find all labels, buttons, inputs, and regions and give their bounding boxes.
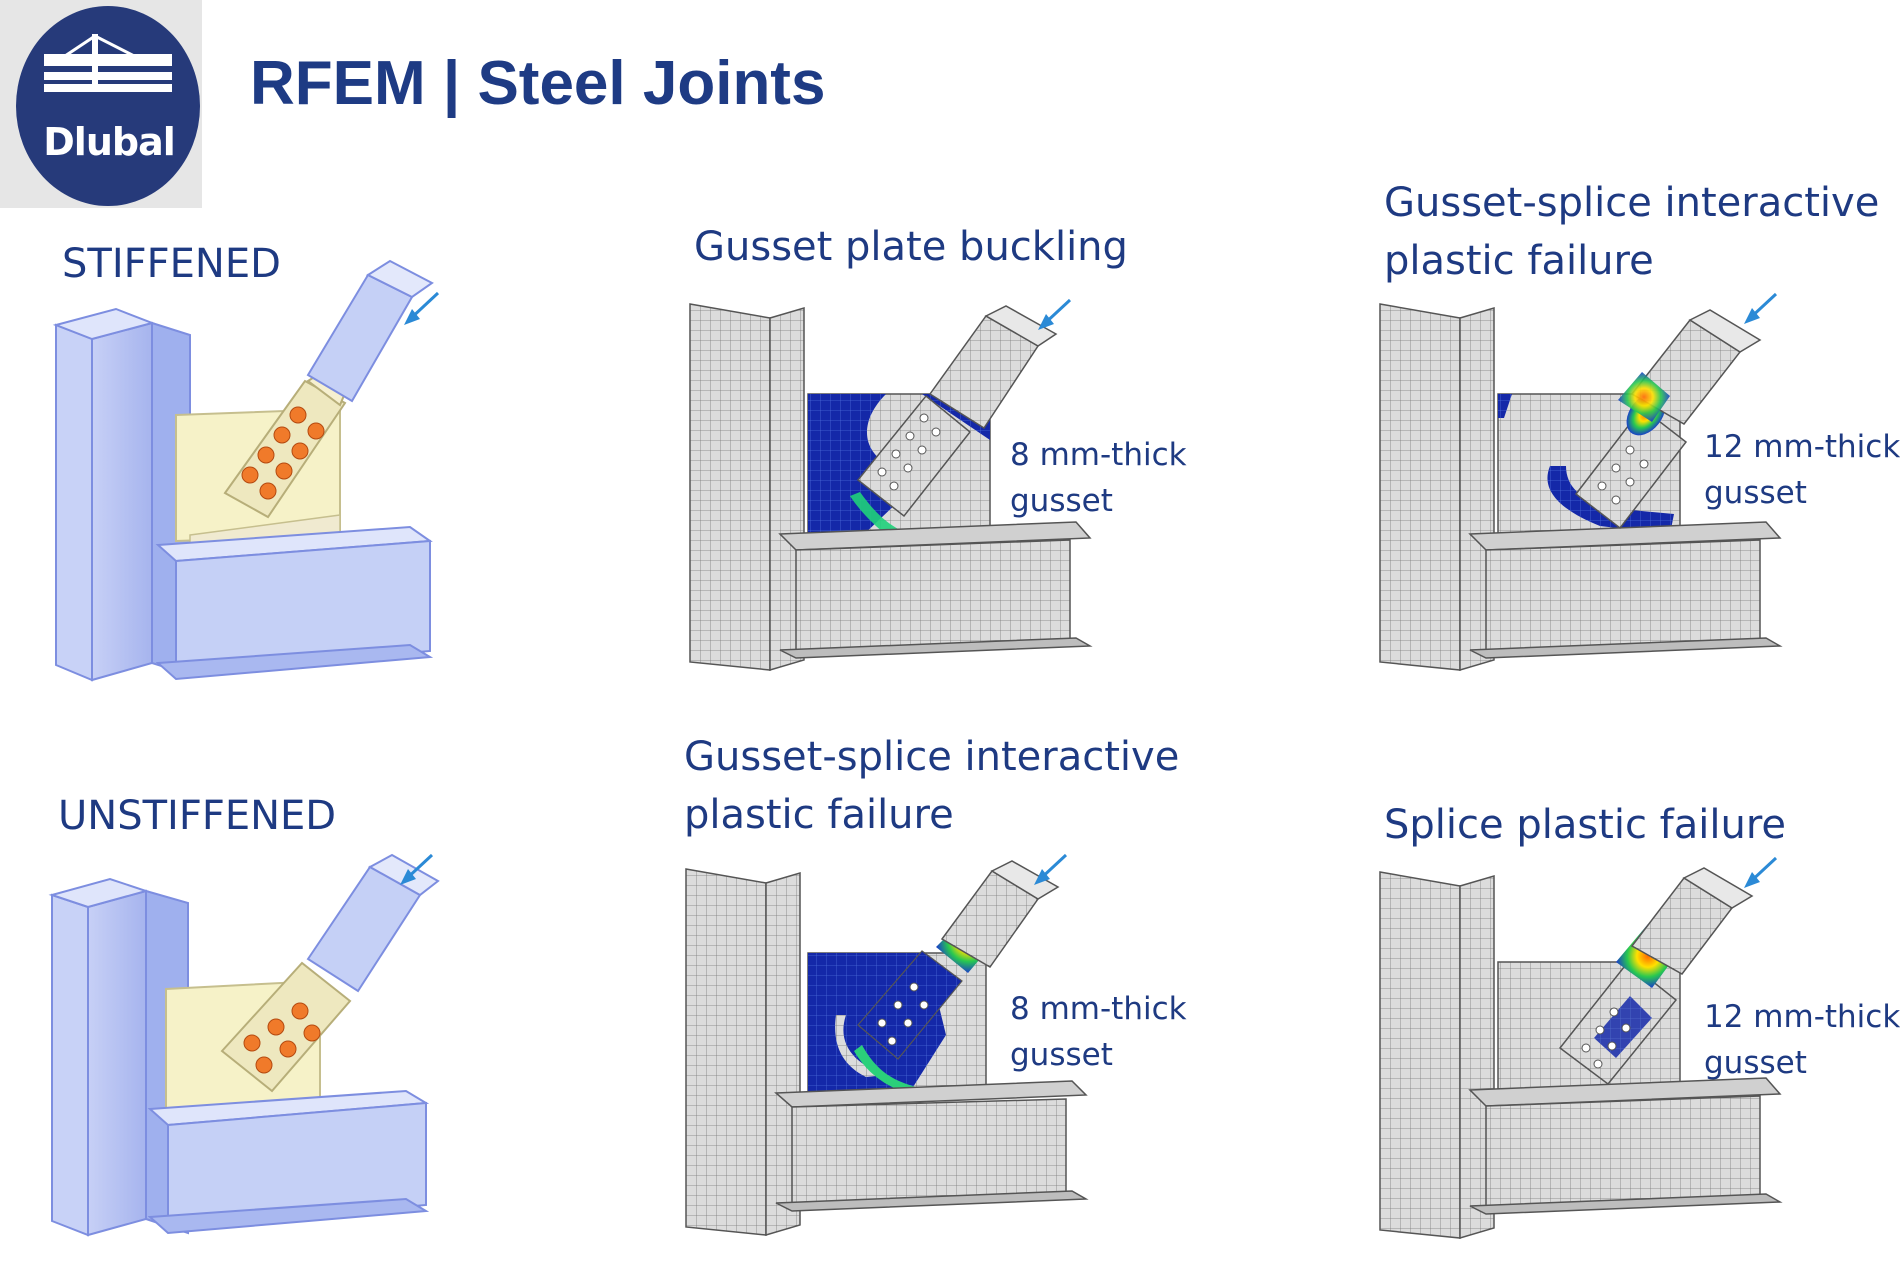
panel-4-title: Splice plastic failure <box>1384 802 1787 848</box>
dlubal-logo[interactable] <box>16 6 200 206</box>
panel-3-thickness: 8 mm-thick <box>1010 991 1187 1027</box>
panel-3-part: gusset <box>1010 1037 1113 1073</box>
panel-2-title-line1: Gusset-splice interactive <box>1384 180 1880 226</box>
panel-1-title: Gusset plate buckling <box>694 224 1128 270</box>
bridge-icon <box>44 34 172 92</box>
stiffened-joint-model <box>52 259 440 682</box>
panel-1-part: gusset <box>1010 483 1113 519</box>
panel-4-part: gusset <box>1704 1045 1807 1081</box>
fe-model-gusset-splice-12mm <box>1379 292 1783 672</box>
fe-model-gusset-splice-8mm <box>685 853 1089 1237</box>
logo-brand-text: Dlubal <box>43 120 176 164</box>
fe-model-splice-failure <box>1379 856 1783 1240</box>
panel-2-thickness: 12 mm-thick <box>1704 429 1900 465</box>
unstiffened-joint-model <box>48 853 440 1237</box>
row-label-unstiffened: UNSTIFFENED <box>58 793 337 839</box>
fe-model-gusset-buckling <box>689 298 1093 672</box>
row-label-stiffened: STIFFENED <box>62 241 281 287</box>
panel-3-title-line2: plastic failure <box>684 792 954 838</box>
panel-2-title-line2: plastic failure <box>1384 238 1654 284</box>
panel-1-thickness: 8 mm-thick <box>1010 437 1187 473</box>
panel-4-thickness: 12 mm-thick <box>1704 999 1900 1035</box>
panel-3-title-line1: Gusset-splice interactive <box>684 734 1180 780</box>
page-title: RFEM | Steel Joints <box>250 49 826 118</box>
panel-2-part: gusset <box>1704 475 1807 511</box>
